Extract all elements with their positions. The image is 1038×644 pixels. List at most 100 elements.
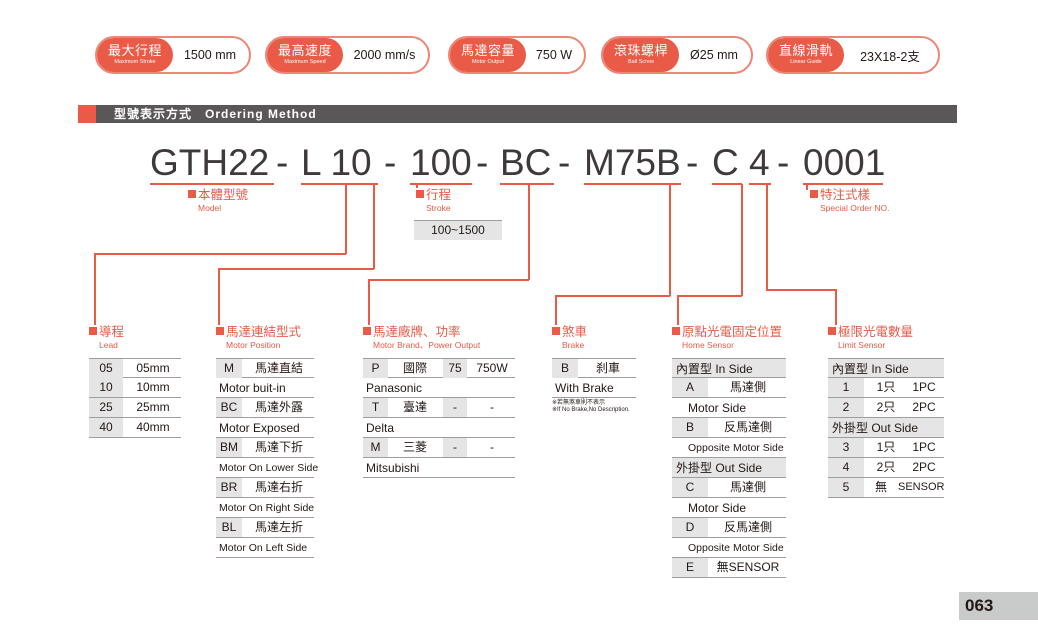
stroke-header: 行程 Stroke xyxy=(416,188,451,214)
brand-en: Panasonic xyxy=(363,378,515,398)
table-row: 5 無 SENSOR xyxy=(828,478,944,498)
spec-label-en: Motor Output xyxy=(471,59,505,65)
home-en: Motor Side xyxy=(672,398,786,418)
lead-value: 25mm xyxy=(136,400,170,414)
brand-zh: 國際 xyxy=(402,361,427,375)
table-row: 2 2只 2PC xyxy=(828,398,944,418)
square-bullet-icon xyxy=(89,327,97,335)
brand-power: - xyxy=(490,400,494,414)
position-zh: 馬達左折 xyxy=(254,520,303,534)
table-row: BL 馬達左折 xyxy=(216,518,314,538)
table-row: BC 馬達外露 xyxy=(216,398,314,418)
brand-power: - xyxy=(490,440,494,454)
limit-qty: 1只 xyxy=(876,440,896,454)
limit-qty: 2只 xyxy=(876,400,896,414)
spec-label-zh: 馬達容量 xyxy=(460,43,515,58)
stroke-value: 100~1500 xyxy=(414,221,502,240)
home-zh: 馬達側 xyxy=(729,380,766,394)
model-header: 本體型號 Model xyxy=(188,188,248,214)
table-row: BR 馬達右折 xyxy=(216,478,314,498)
limit-qty: 2只 xyxy=(876,460,896,474)
limit-type: 1PC xyxy=(912,440,936,454)
square-bullet-icon xyxy=(552,327,560,335)
brand-zh: 三菱 xyxy=(402,440,427,454)
square-bullet-icon xyxy=(810,190,818,198)
limit-code: 1 xyxy=(828,378,864,397)
home-en: Opposite Motor Side xyxy=(672,538,786,558)
table-row: 05 05mm xyxy=(89,358,181,378)
connector-brand xyxy=(368,279,370,325)
spec-label-en: Linear Guide xyxy=(790,59,822,65)
stroke-table: 100~1500 xyxy=(414,220,502,240)
connector-lead xyxy=(345,184,347,254)
limit-type: 2PC xyxy=(912,400,936,414)
lead-header-en: Lead xyxy=(99,340,118,350)
lead-code: 25 xyxy=(89,398,123,417)
position-zh: 馬達外露 xyxy=(254,400,303,414)
position-code: BM xyxy=(216,438,242,457)
limit-qty: 1只 xyxy=(876,380,896,394)
connector-home xyxy=(741,184,743,296)
table-row: M 馬達直結 xyxy=(216,358,314,378)
home-code: D xyxy=(672,518,708,537)
connector-home xyxy=(677,295,742,297)
position-code: BC xyxy=(216,398,242,417)
brand-code: T xyxy=(363,398,388,417)
brake-note-zh: ※若無煞車則不表示 xyxy=(552,400,606,406)
connector-special xyxy=(806,184,808,190)
limit-code: 2 xyxy=(828,398,864,417)
spec-label-en: Ball Screw xyxy=(628,59,654,65)
stroke-header-zh: 行程 xyxy=(416,188,451,203)
limit-code: 3 xyxy=(828,438,864,457)
underline-home xyxy=(712,183,742,185)
brand-num: 75 xyxy=(443,359,467,378)
brand-num: - xyxy=(443,438,467,457)
spec-value: 23X18-2支 xyxy=(860,49,920,64)
home-zh: 反馬達側 xyxy=(723,420,772,434)
table-row: 25 25mm xyxy=(89,398,181,418)
home-in-header: 內置型 In Side xyxy=(672,358,786,378)
brand-zh: 臺達 xyxy=(402,400,427,414)
model-header-en: Model xyxy=(198,203,222,213)
special-header-en: Special Order NO. xyxy=(820,203,890,213)
brake-table: B 刹車 With Brake ※若無煞車則不表示 ※If No Brake,N… xyxy=(552,358,636,414)
brand-num: - xyxy=(443,398,467,417)
code-brand: BC xyxy=(500,142,552,183)
position-zh: 馬達下折 xyxy=(254,440,303,454)
limit-code: 4 xyxy=(828,458,864,477)
connector-lead xyxy=(94,253,96,325)
table-row: B 反馬達側 xyxy=(672,418,786,438)
underline-brand xyxy=(500,183,554,185)
stroke-header-zh-text: 行程 xyxy=(426,188,452,202)
limit-qty: 無 xyxy=(874,480,887,494)
stroke-header-en: Stroke xyxy=(426,203,451,213)
code-limit: 4 xyxy=(749,142,770,183)
spec-label-zh: 最大行程 xyxy=(107,43,162,58)
table-row: C 馬達側 xyxy=(672,478,786,498)
brand-code: P xyxy=(363,359,388,378)
lead-code: 10 xyxy=(89,378,123,397)
lead-value: 05mm xyxy=(136,361,170,375)
lead-value: 40mm xyxy=(136,420,170,434)
home-zh: 反馬達側 xyxy=(723,520,772,534)
code-dash: - xyxy=(476,142,489,183)
connector-position xyxy=(373,184,375,269)
special-header: 特注式樣 Special Order NO. xyxy=(810,188,889,214)
underline-stroke xyxy=(410,183,472,185)
limit-header-zh-text: 極限光電數量 xyxy=(838,325,914,339)
spec-value: 750 W xyxy=(535,48,573,62)
underline-limit xyxy=(749,183,771,185)
connector-limit xyxy=(766,184,768,290)
table-row: 3 1只 1PC xyxy=(828,438,944,458)
home-header-zh-text: 原點光電固定位置 xyxy=(682,325,783,339)
stroke-row: 100~1500 xyxy=(414,220,502,240)
position-en: Motor On Left Side xyxy=(216,538,314,558)
home-header-zh: 原點光電固定位置 xyxy=(672,325,782,340)
spec-value: 1500 mm xyxy=(183,48,237,62)
